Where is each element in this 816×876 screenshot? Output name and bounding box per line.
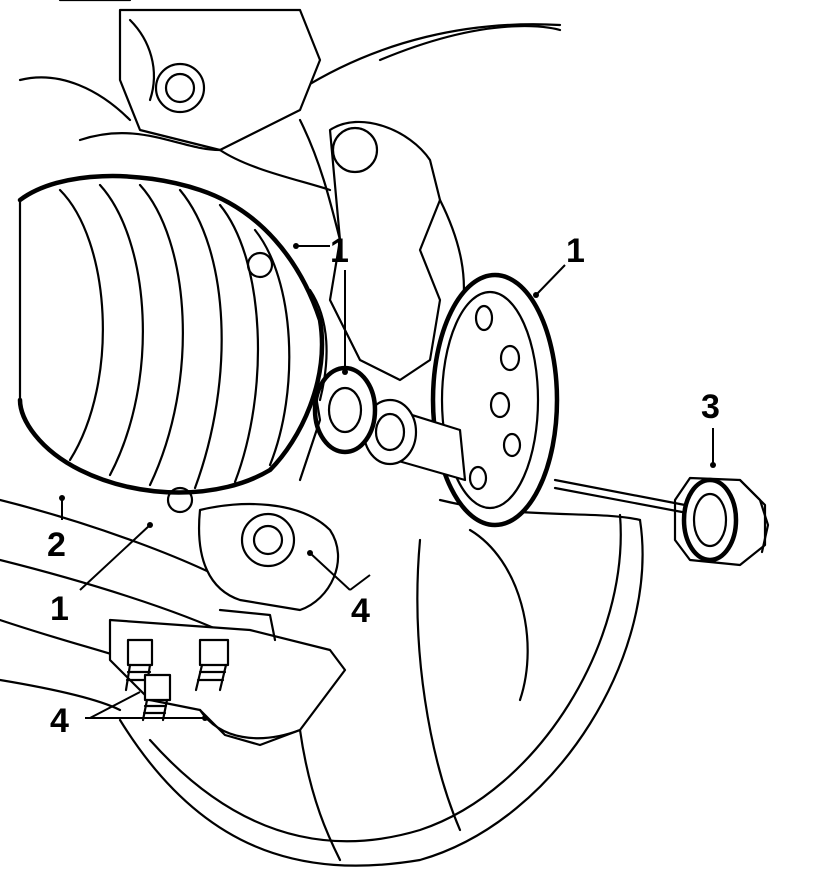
callout-4-right: 4 [351, 592, 370, 630]
callout-4-left: 4 [50, 702, 69, 740]
lower-control-arm [0, 486, 340, 712]
clamp-bolts [124, 638, 230, 722]
callout-1-right: 1 [566, 232, 585, 270]
brake-dust-shield [118, 23, 644, 867]
callout-leaders [59, 243, 716, 721]
callout-1-top: 1 [330, 232, 349, 270]
callout-3: 3 [701, 388, 720, 426]
hub-nut [553, 476, 770, 567]
wheel-hub-flange [430, 272, 560, 528]
hub-shaft [362, 398, 467, 482]
cv-boot [17, 173, 325, 495]
steering-knuckle [18, 0, 466, 382]
callout-1-left: 1 [50, 590, 69, 628]
callout-2: 2 [47, 526, 66, 564]
